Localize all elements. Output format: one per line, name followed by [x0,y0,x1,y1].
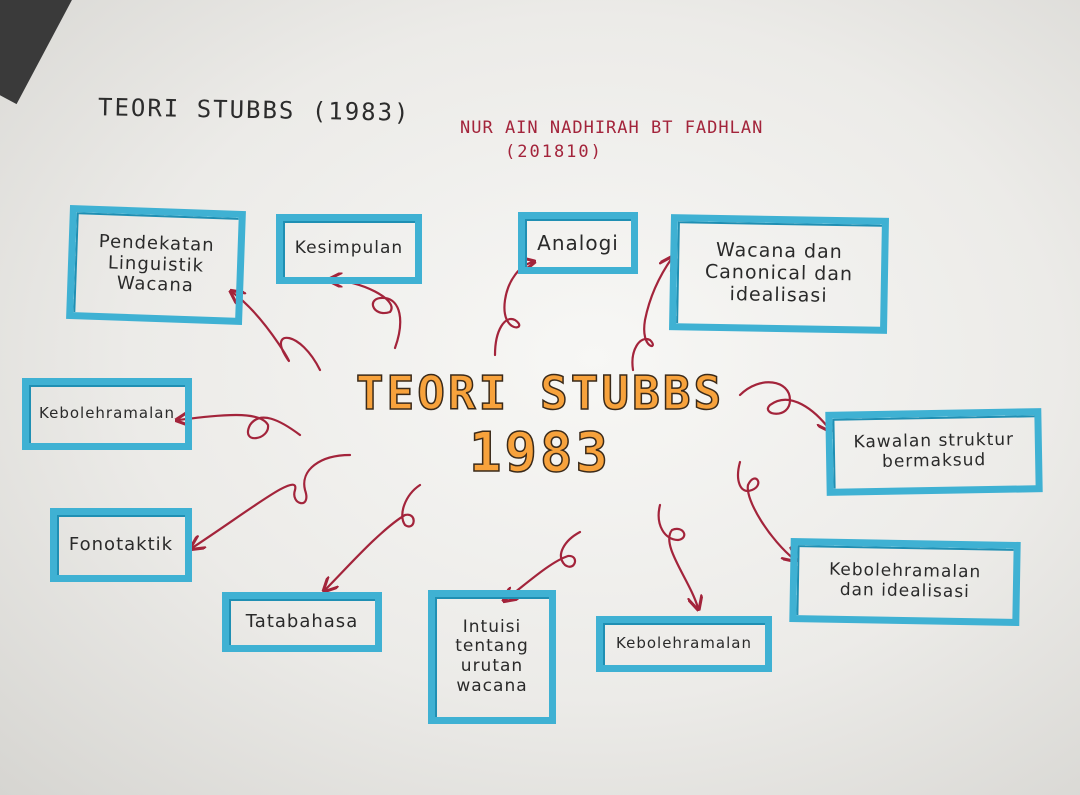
node-fonotaktik-label: Fonotaktik [68,533,174,555]
author-id: (201810) [505,142,603,162]
node-kebolehramalan-idealisasi: Kebolehramalan dan idealisasi [789,537,1021,627]
central-topic-year: 1983 [468,420,612,485]
node-kebolehramalan-idealisasi-label: Kebolehramalan dan idealisasi [828,560,982,603]
node-kesimpulan-label: Kesimpulan [294,238,404,259]
author-name: NUR AIN NADHIRAH BT FADHLAN [460,118,764,138]
node-pendekatan-label: Pendekatan Linguistik Wacana [98,230,216,297]
node-analogi-label: Analogi [537,230,619,255]
node-kesimpulan: Kesimpulan [276,214,422,284]
central-topic-title: TEORI STUBBS [355,365,725,421]
node-intuisi-label: Intuisi tentang urutan wacana [455,616,529,696]
node-tatabahasa: Tatabahasa [222,592,382,652]
node-wacana-canonical: Wacana dan Canonical dan idealisasi [669,214,889,334]
node-tatabahasa-label: Tatabahasa [245,610,359,632]
node-intuisi: Intuisi tentang urutan wacana [428,590,556,724]
node-kebolehramalan-left-label: Kebolehramalan [39,404,175,423]
node-fonotaktik: Fonotaktik [50,508,192,582]
node-wacana-canonical-label: Wacana dan Canonical dan idealisasi [704,239,854,307]
node-kebolehramalan-bottom: Kebolehramalan [596,616,772,672]
document-title: TEORI STUBBS (1983) [97,93,411,127]
node-kawalan: Kawalan struktur bermaksud [825,408,1043,496]
central-topic: TEORI STUBBS 1983 [345,365,735,485]
node-pendekatan: Pendekatan Linguistik Wacana [66,204,246,326]
node-kebolehramalan-left: Kebolehramalan [22,378,192,450]
node-analogi: Analogi [518,212,638,274]
node-kawalan-label: Kawalan struktur bermaksud [853,430,1015,472]
node-kebolehramalan-bottom-label: Kebolehramalan [616,634,752,653]
